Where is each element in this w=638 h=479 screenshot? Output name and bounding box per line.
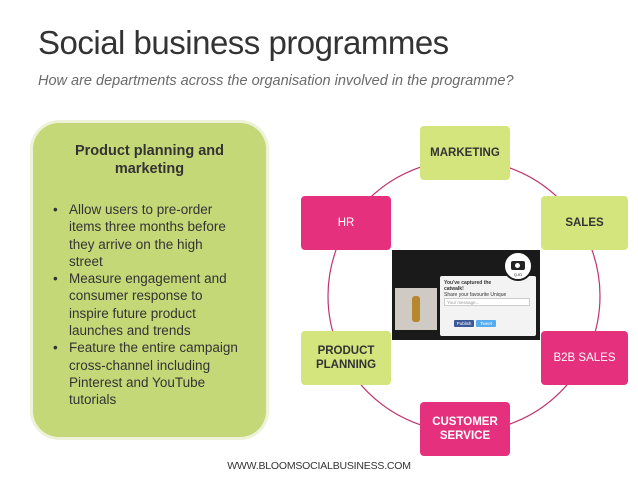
- tweet-button: Tweet: [476, 320, 496, 327]
- bullet-line: Feature the entire campaign: [69, 340, 238, 356]
- node-label-line: PLANNING: [315, 359, 377, 371]
- publish-button: Publish: [454, 320, 474, 327]
- bullet-line: they arrive on the high: [69, 236, 203, 252]
- product-planning-panel: Product planning and marketing Allow use…: [33, 123, 266, 437]
- camera-label: Q.ID: [513, 272, 523, 277]
- panel-heading-line: Product planning and: [74, 143, 225, 159]
- page-subtitle: How are departments across the organisat…: [38, 73, 514, 89]
- node-label-line: CUSTOMER: [432, 416, 498, 428]
- panel-heading: Product planning and marketing: [33, 142, 266, 178]
- node-label: CUSTOMER SERVICE: [432, 415, 498, 443]
- bullet-line: Measure engagement and: [69, 271, 227, 287]
- node-label: SALES: [565, 217, 604, 229]
- bullet-line: Pinterest and YouTube: [69, 374, 206, 390]
- node-label: HR: [337, 217, 355, 229]
- panel-heading-line: marketing: [114, 161, 185, 177]
- node-label-line: PRODUCT: [317, 345, 375, 357]
- node-marketing: MARKETING: [420, 126, 510, 180]
- model-figure: [412, 296, 420, 322]
- bullet-line: street: [69, 253, 103, 269]
- share-popup: You've captured the catwalk! Share your …: [440, 276, 536, 336]
- node-label: PRODUCT PLANNING: [316, 344, 376, 372]
- bullet-line: items three months before: [69, 219, 226, 235]
- bullet-line: tutorials: [69, 392, 117, 408]
- page-title: Social business programmes: [38, 24, 449, 61]
- footer-url: WWW.BLOOMSOCIALBUSINESS.COM: [227, 460, 411, 472]
- node-hr: HR: [301, 196, 391, 250]
- node-b2b-sales: B2B SALES: [541, 331, 628, 385]
- bullet-line: inspire future product: [69, 305, 196, 321]
- bullet-line: consumer response to: [69, 288, 203, 304]
- node-label-line: SERVICE: [439, 430, 491, 442]
- node-product-planning: PRODUCT PLANNING: [301, 331, 391, 385]
- bullet-item: Feature the entire campaign cross-channe…: [51, 339, 263, 408]
- catwalk-photo: [395, 288, 437, 330]
- popup-title: You've captured the catwalk!: [444, 280, 492, 292]
- bullet-line: cross-channel including: [69, 357, 211, 373]
- camera-icon: Q.ID: [503, 251, 533, 281]
- panel-bullet-list: Allow users to pre-order items three mon…: [51, 201, 263, 409]
- node-label: MARKETING: [430, 147, 500, 159]
- bullet-line: Allow users to pre-order: [69, 202, 213, 217]
- campaign-screenshot: You've captured the catwalk! Share your …: [392, 250, 540, 340]
- node-customer-service: CUSTOMER SERVICE: [420, 402, 510, 456]
- node-sales: SALES: [541, 196, 628, 250]
- bullet-item: Allow users to pre-order items three mon…: [51, 201, 263, 270]
- bullet-item: Measure engagement and consumer response…: [51, 270, 263, 339]
- bullet-line: launches and trends: [69, 323, 191, 339]
- camera-lens: [515, 263, 520, 268]
- message-field: Your message...: [444, 298, 530, 306]
- node-label: B2B SALES: [553, 352, 616, 364]
